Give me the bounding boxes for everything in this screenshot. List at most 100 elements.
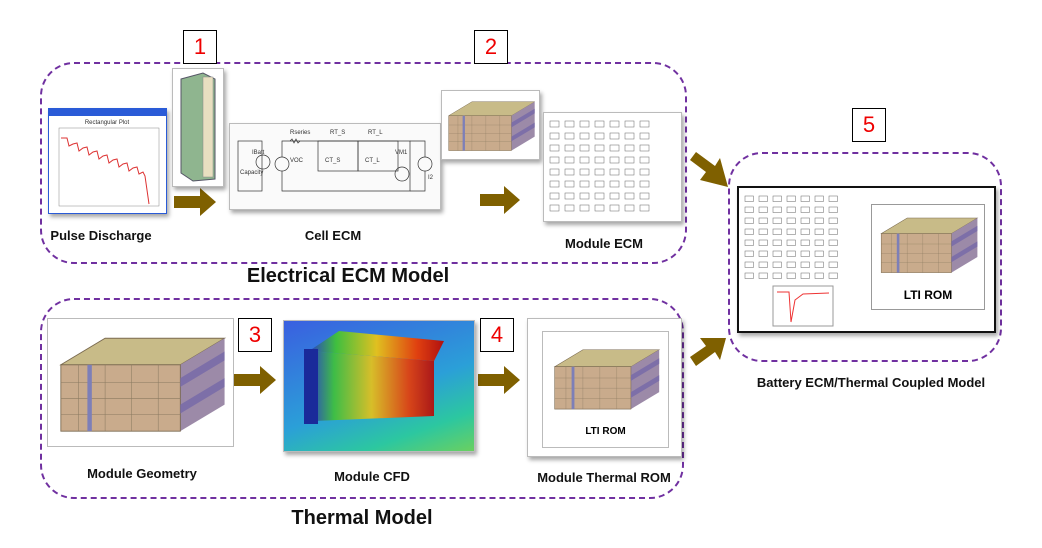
cell-block <box>828 239 838 246</box>
rts-label: RT_S <box>330 130 345 136</box>
ctl-label: CT_L <box>365 158 380 164</box>
cell-block <box>744 250 754 257</box>
cell-block <box>624 156 635 164</box>
cell-block <box>800 272 810 279</box>
coupled-rom-frame: LTI ROM <box>871 204 985 310</box>
cell-block <box>549 144 560 152</box>
lti-rom-label: LTI ROM <box>585 426 626 437</box>
cell-block <box>594 192 605 200</box>
cell-ecm-label: Cell ECM <box>304 228 362 243</box>
cell-block <box>579 132 590 140</box>
cell-block <box>828 228 838 235</box>
cell-block <box>549 132 560 140</box>
cell-block <box>609 120 620 128</box>
cell-block <box>800 228 810 235</box>
cell-block <box>786 217 796 224</box>
cell-ecm-circuit: Rseries RT_S RT_L CT_S CT_L VOC IBatt Ca… <box>229 123 441 210</box>
cell-image <box>172 68 224 187</box>
cell-block <box>609 192 620 200</box>
module-ecm-label: Module ECM <box>565 236 643 251</box>
cell-block <box>744 195 754 202</box>
step-3-badge: 3 <box>238 318 272 352</box>
rom-frame: LTI ROM <box>542 331 669 448</box>
cell-block <box>624 168 635 176</box>
module-thermal-rom-image: LTI ROM <box>527 318 682 457</box>
cell-block <box>758 250 768 257</box>
cell-block <box>828 250 838 257</box>
cell-block <box>594 144 605 152</box>
cell-block <box>639 192 650 200</box>
cell-block <box>814 195 824 202</box>
cell-block <box>579 120 590 128</box>
electrical-title: Electrical ECM Model <box>246 265 450 287</box>
cell-block <box>786 272 796 279</box>
cell-block <box>814 272 824 279</box>
rseries-label: Rseries <box>290 130 310 136</box>
cell-block <box>549 156 560 164</box>
capacity-label: Capacity <box>240 170 263 176</box>
cell-block <box>639 144 650 152</box>
cell-block <box>814 217 824 224</box>
module-ecm-schematic <box>543 112 682 222</box>
ibatt-label: IBatt <box>252 150 265 156</box>
thermal-group <box>40 298 684 499</box>
cell-block <box>744 261 754 268</box>
cell-block <box>639 156 650 164</box>
cell-block <box>579 192 590 200</box>
cell-block <box>594 120 605 128</box>
rtl-label: RT_L <box>368 130 383 136</box>
cell-block <box>609 180 620 188</box>
cell-block <box>624 192 635 200</box>
plot-title: Rectangular Plot <box>85 120 130 126</box>
cell-block <box>624 144 635 152</box>
pulse-discharge-label: Pulse Discharge <box>50 228 152 243</box>
cell-block <box>579 144 590 152</box>
cell-block <box>772 195 782 202</box>
cell-block <box>828 195 838 202</box>
i2-label: I2 <box>428 175 434 181</box>
cell-block <box>579 168 590 176</box>
mini-plot-line <box>777 291 830 323</box>
cell-block <box>639 204 650 212</box>
cell-block <box>639 168 650 176</box>
cell-block <box>564 204 575 212</box>
voc-label: VOC <box>290 158 304 164</box>
cell-block <box>758 228 768 235</box>
cell-block <box>772 272 782 279</box>
cell-block <box>744 217 754 224</box>
cell-block <box>609 132 620 140</box>
cell-block <box>772 206 782 213</box>
thermal-title: Thermal Model <box>291 507 433 529</box>
step-1-badge: 1 <box>183 30 217 64</box>
cell-block <box>624 180 635 188</box>
cell-block <box>639 120 650 128</box>
cell-block <box>609 156 620 164</box>
cell-block <box>549 180 560 188</box>
cell-block <box>800 217 810 224</box>
cell-block <box>772 217 782 224</box>
cell-block <box>828 272 838 279</box>
cell-block <box>828 261 838 268</box>
cell-block <box>579 156 590 164</box>
module-cfd-image <box>283 320 475 452</box>
step-4-badge: 4 <box>480 318 514 352</box>
cell-block <box>772 228 782 235</box>
coupled-lti-rom-label: LTI ROM <box>903 288 953 302</box>
arrow-icon <box>480 186 520 214</box>
step-2-badge: 2 <box>474 30 508 64</box>
cell-block <box>828 206 838 213</box>
cell-block <box>624 132 635 140</box>
cell-block <box>609 168 620 176</box>
arrow-icon <box>174 188 216 216</box>
cell-block <box>744 228 754 235</box>
cell-block <box>814 228 824 235</box>
cell-block <box>609 204 620 212</box>
cell-block <box>744 206 754 213</box>
cell-block <box>564 144 575 152</box>
cell-block <box>564 168 575 176</box>
cell-block <box>786 261 796 268</box>
cell-block <box>758 217 768 224</box>
coupled-group <box>728 152 1002 362</box>
